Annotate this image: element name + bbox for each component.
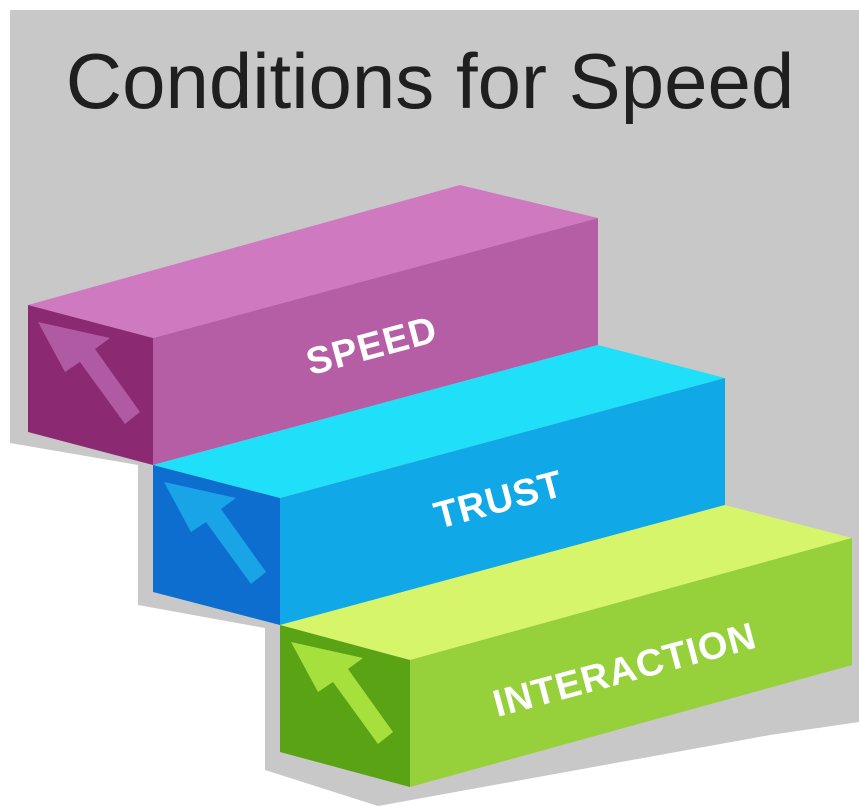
arrow-up-left-icon [38, 322, 140, 424]
step-front-face [410, 538, 852, 787]
arrow-up-left-icon [164, 482, 266, 584]
step-trust: TRUST [153, 345, 725, 625]
step-top-face [153, 345, 725, 498]
arrow-up-left-icon [291, 642, 393, 744]
page-title: Conditions for Speed [66, 37, 794, 125]
step-front-face [280, 378, 725, 625]
step-top-face [28, 185, 598, 338]
step-front-face [153, 218, 598, 465]
step-speed: SPEED [28, 185, 598, 465]
step-top-face [280, 505, 852, 660]
